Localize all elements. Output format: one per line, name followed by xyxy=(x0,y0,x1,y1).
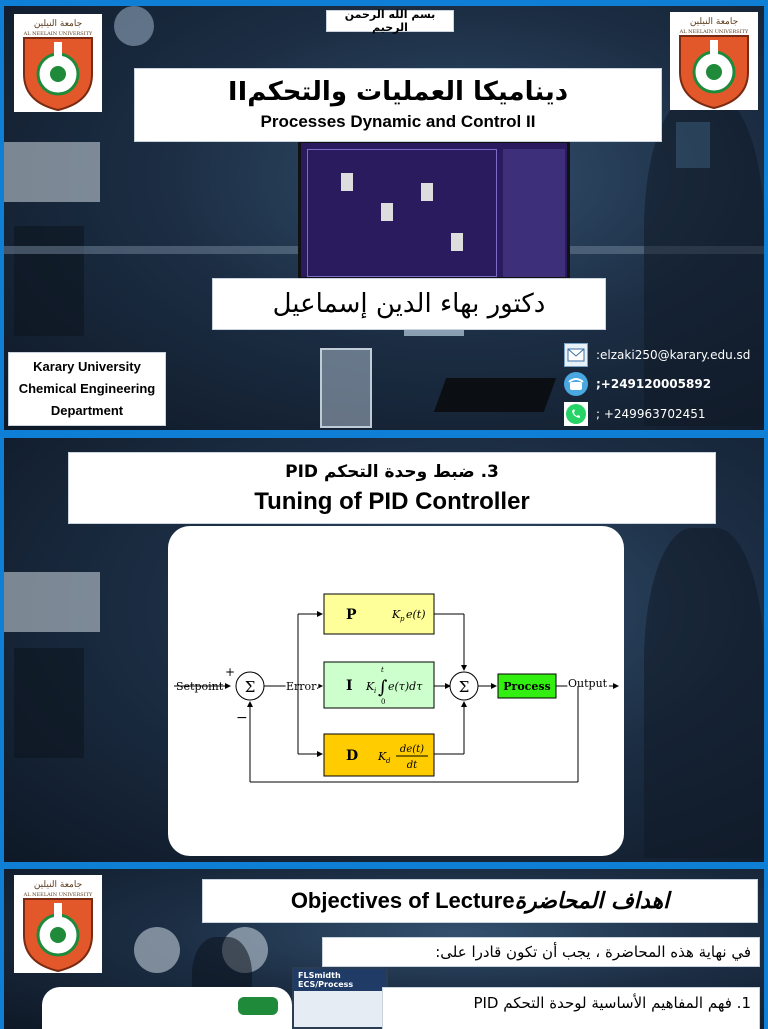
ki-symbol: K xyxy=(365,680,375,693)
background-monitor-right xyxy=(676,122,710,168)
background-chair xyxy=(14,226,84,336)
ki-subscript: i xyxy=(374,687,376,695)
background-monitor-left xyxy=(4,572,100,632)
university-name: Karary University xyxy=(33,359,141,374)
integral-lower: 0 xyxy=(381,698,385,706)
scada-monitor xyxy=(298,140,570,280)
objectives-image xyxy=(42,987,292,1029)
whatsapp-icon xyxy=(564,402,588,426)
whatsapp-number[interactable]: ; +249963702451 xyxy=(596,407,706,421)
logo-emblem-icon: جامعة النيلين AL NEELAIN UNIVERSITY xyxy=(679,17,749,110)
logo-english-text: AL NEELAIN UNIVERSITY xyxy=(679,29,749,35)
logo-emblem-icon: جامعة النيلين AL NEELAIN UNIVERSITY xyxy=(23,19,93,112)
basmala-box: بسم الله الرحمن الرحيم xyxy=(326,8,454,34)
keyboard xyxy=(433,378,557,412)
d-block xyxy=(323,733,435,777)
background-monitor-left xyxy=(4,142,100,202)
objective-item-1: 1. فهم المفاهيم الأساسية لوحدة التحكم PI… xyxy=(473,994,751,1012)
process-block xyxy=(497,673,557,699)
pid-diagram-card: Setpoint + − Σ Error P K p e(t) I K i xyxy=(168,526,624,856)
background-lamp xyxy=(114,6,154,46)
course-title-box: ديناميكا العمليات والتحكمII Processes Dy… xyxy=(134,68,662,142)
contact-email: :elzaki250@karary.edu.sd xyxy=(564,343,764,367)
doctor-name-box: دكتور بهاء الدين إسماعيل xyxy=(212,278,606,330)
phone-number[interactable]: ;+249120005892 xyxy=(596,377,712,391)
derivative-numerator: de(t) xyxy=(400,744,424,755)
sigma-1: Σ xyxy=(245,678,256,696)
objectives-title-arabic: اهداف المحاضرة xyxy=(514,888,670,914)
derivative-denominator: dt xyxy=(407,760,418,771)
pid-block-diagram: Setpoint + − Σ Error P K p e(t) I K i xyxy=(174,593,619,783)
minus-sign: − xyxy=(236,710,248,726)
p-term: e(t) xyxy=(406,608,426,621)
process-label: Process xyxy=(503,680,551,693)
i-term: e(τ)dτ xyxy=(388,680,423,693)
section-title-english: Tuning of PID Controller xyxy=(254,488,530,515)
university-logo-left: جامعة النيلين AL NEELAIN UNIVERSITY xyxy=(14,875,102,973)
logo-arabic-text: جامعة النيلين xyxy=(690,17,738,27)
p-block xyxy=(323,593,435,635)
phone-icon xyxy=(564,372,588,396)
course-title-arabic: ديناميكا العمليات والتحكمII xyxy=(227,77,569,107)
background-clock xyxy=(134,927,180,973)
sigma-2: Σ xyxy=(459,678,470,696)
glass xyxy=(320,348,372,428)
logo-english-text: AL NEELAIN UNIVERSITY xyxy=(23,892,93,898)
intro-text: في نهاية هذه المحاضرة ، يجب أن تكون قادر… xyxy=(435,943,751,961)
background-person xyxy=(644,528,764,858)
doctor-name: دكتور بهاء الدين إسماعيل xyxy=(272,289,546,319)
section-title-arabic: 3. ضبط وحدة التحكم PID xyxy=(285,462,499,482)
objectives-title-box: Objectives of Lecture اهداف المحاضرة xyxy=(202,879,758,923)
kp-subscript: p xyxy=(400,615,405,623)
p-label: P xyxy=(346,607,357,623)
integral-symbol: ∫ xyxy=(378,677,388,698)
background-chair xyxy=(14,648,84,758)
objectives-title-english: Objectives of Lecture xyxy=(290,888,515,913)
i-label: I xyxy=(346,678,353,694)
logo-emblem-icon: جامعة النيلين AL NEELAIN UNIVERSITY xyxy=(23,880,93,973)
kd-subscript: d xyxy=(386,757,391,765)
university-logo-right: جامعة النيلين AL NEELAIN UNIVERSITY xyxy=(670,12,758,110)
slide-objectives: جامعة النيلين AL NEELAIN UNIVERSITY Obje… xyxy=(4,869,764,1029)
contact-phone: ;+249120005892 xyxy=(564,372,764,396)
slide-title: بسم الله الرحمن الرحيم جامعة النيلين AL … xyxy=(4,6,764,430)
plus-sign: + xyxy=(225,665,235,679)
output-label: Output xyxy=(568,677,608,690)
error-label: Error xyxy=(286,680,317,693)
slide-pid-tuning: 3. ضبط وحدة التحكم PID Tuning of PID Con… xyxy=(4,438,764,862)
objective-item-box: 1. فهم المفاهيم الأساسية لوحدة التحكم PI… xyxy=(382,987,760,1029)
control-panel-screen: FLSmidth ECS/Process xyxy=(292,967,388,1029)
kd-symbol: K xyxy=(377,750,387,763)
integral-upper: t xyxy=(381,666,384,674)
university-logo-left: جامعة النيلين AL NEELAIN UNIVERSITY xyxy=(14,14,102,112)
kp-symbol: K xyxy=(391,608,401,621)
department-line-1: Chemical Engineering xyxy=(18,381,156,396)
course-title-english: Processes Dynamic and Control II xyxy=(260,112,536,131)
department-line-2: Department xyxy=(50,403,124,418)
section-title-box: 3. ضبط وحدة التحكم PID Tuning of PID Con… xyxy=(68,452,716,524)
logo-english-text: AL NEELAIN UNIVERSITY xyxy=(23,31,93,37)
university-box: Karary University Chemical Engineering D… xyxy=(8,352,166,426)
logo-arabic-text: جامعة النيلين xyxy=(34,880,82,890)
i-block xyxy=(323,661,435,709)
contact-whatsapp: ; +249963702451 xyxy=(564,402,764,426)
logo-arabic-text: جامعة النيلين xyxy=(34,19,82,29)
d-label: D xyxy=(346,748,358,764)
intro-box: في نهاية هذه المحاضرة ، يجب أن تكون قادر… xyxy=(322,937,760,967)
control-panel-label: FLSmidth ECS/Process xyxy=(294,969,386,991)
basmala-text: بسم الله الرحمن الرحيم xyxy=(344,8,436,34)
email-address[interactable]: :elzaki250@karary.edu.sd xyxy=(596,348,751,362)
email-icon xyxy=(564,343,588,367)
